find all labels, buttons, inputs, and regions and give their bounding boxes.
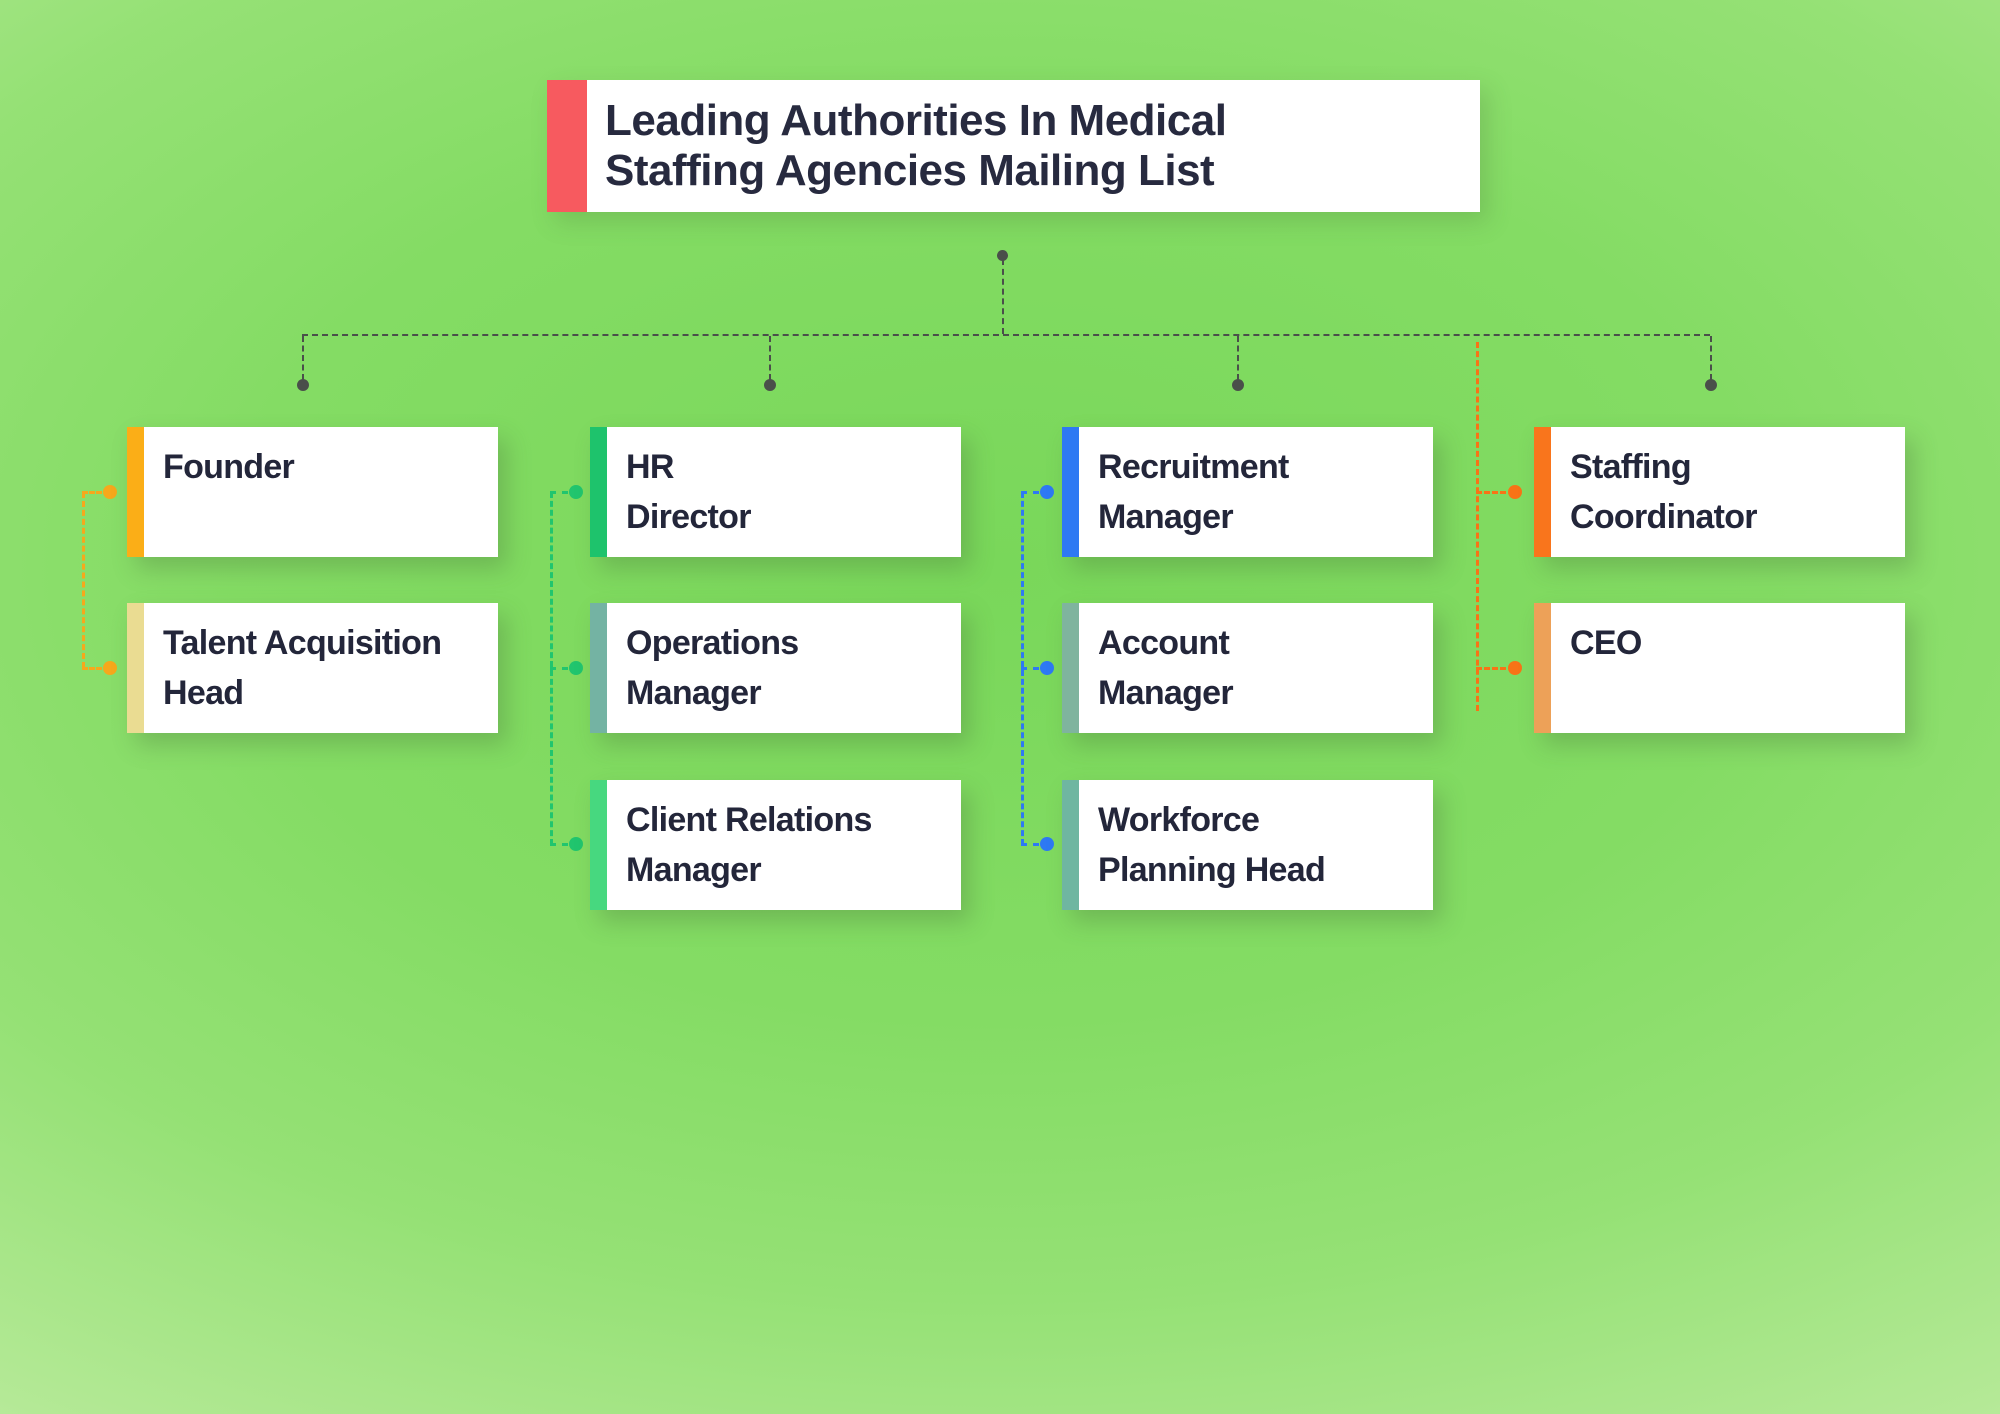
tree-branch-dot-4 bbox=[1705, 379, 1717, 391]
founder-connector-stub bbox=[82, 491, 102, 494]
staffing-connector-stub bbox=[1476, 491, 1506, 494]
accent-bar bbox=[127, 603, 144, 733]
founder-branch-connector-line bbox=[82, 492, 85, 668]
tree-branch-stub-3 bbox=[1237, 336, 1239, 380]
account-connector-dot bbox=[1040, 661, 1054, 675]
org-box-label: Recruitment Manager bbox=[1098, 448, 1289, 536]
org-box-label: CEO bbox=[1570, 624, 1642, 662]
accent-bar bbox=[590, 780, 607, 910]
tree-branch-stub-4 bbox=[1710, 336, 1712, 380]
ceo-connector-stub bbox=[1476, 667, 1506, 670]
org-box-talent-acquisition-head: Talent Acquisition Head bbox=[127, 603, 498, 733]
accent-bar bbox=[127, 427, 144, 557]
org-box-label: HR Director bbox=[626, 448, 751, 536]
accent-bar bbox=[1062, 427, 1079, 557]
tree-branch-dot-3 bbox=[1232, 379, 1244, 391]
staffing-connector-dot bbox=[1508, 485, 1522, 499]
client-relations-connector-dot bbox=[569, 837, 583, 851]
org-box-label: Staffing Coordinator bbox=[1570, 448, 1758, 536]
tree-branch-dot-2 bbox=[764, 379, 776, 391]
recruitment-connector-dot bbox=[1040, 485, 1054, 499]
org-box-founder: Founder bbox=[127, 427, 498, 557]
recruitment-connector-stub bbox=[1021, 491, 1039, 494]
org-box-label: Founder bbox=[163, 448, 295, 486]
org-box-label: Operations Manager bbox=[626, 624, 799, 712]
accent-bar bbox=[1534, 427, 1551, 557]
org-box-workforce-planning-head: Workforce Planning Head bbox=[1062, 780, 1433, 910]
accent-bar bbox=[1062, 780, 1079, 910]
operations-connector-stub bbox=[550, 667, 568, 670]
account-connector-stub bbox=[1021, 667, 1039, 670]
org-box-label: Talent Acquisition Head bbox=[163, 624, 442, 712]
org-box-label: Workforce Planning Head bbox=[1098, 801, 1326, 889]
tree-root-dot bbox=[997, 250, 1008, 261]
hr-director-connector-dot bbox=[569, 485, 583, 499]
org-box-recruitment-manager: Recruitment Manager bbox=[1062, 427, 1433, 557]
title-accent-bar bbox=[547, 80, 587, 212]
hr-director-connector-stub bbox=[550, 491, 568, 494]
chart-title-box: Leading Authorities In Medical Staffing … bbox=[547, 80, 1480, 212]
accent-bar bbox=[1062, 603, 1079, 733]
org-box-hr-director: HR Director bbox=[590, 427, 961, 557]
ceo-connector-dot bbox=[1508, 661, 1522, 675]
tree-root-stem bbox=[1002, 259, 1004, 334]
workforce-connector-dot bbox=[1040, 837, 1054, 851]
executive-branch-connector-line bbox=[1476, 342, 1479, 711]
tree-branch-stub-2 bbox=[769, 336, 771, 380]
org-box-ceo: CEO bbox=[1534, 603, 1905, 733]
operations-connector-dot bbox=[569, 661, 583, 675]
talent-head-connector-dot bbox=[103, 661, 117, 675]
org-box-staffing-coordinator: Staffing Coordinator bbox=[1534, 427, 1905, 557]
org-box-client-relations-manager: Client Relations Manager bbox=[590, 780, 961, 910]
tree-branch-stub-1 bbox=[302, 336, 304, 380]
org-box-account-manager: Account Manager bbox=[1062, 603, 1433, 733]
tree-horizontal-rail bbox=[302, 334, 1710, 336]
org-box-operations-manager: Operations Manager bbox=[590, 603, 961, 733]
founder-connector-dot bbox=[103, 485, 117, 499]
client-relations-connector-stub bbox=[550, 843, 568, 846]
org-box-label: Account Manager bbox=[1098, 624, 1234, 712]
accent-bar bbox=[590, 603, 607, 733]
accent-bar bbox=[590, 427, 607, 557]
chart-title: Leading Authorities In Medical Staffing … bbox=[605, 96, 1227, 195]
workforce-connector-stub bbox=[1021, 843, 1039, 846]
tree-branch-dot-1 bbox=[297, 379, 309, 391]
org-box-label: Client Relations Manager bbox=[626, 801, 872, 889]
talent-head-connector-stub bbox=[82, 667, 102, 670]
accent-bar bbox=[1534, 603, 1551, 733]
